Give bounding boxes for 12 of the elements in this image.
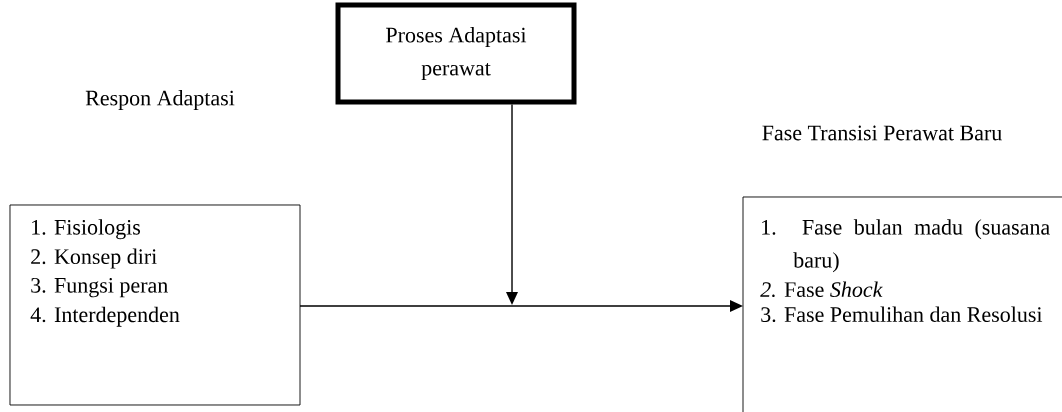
list-item: 4. Interdependen [30,306,180,327]
arrow [506,103,518,305]
list-item: 2. Fase Shock [760,281,883,298]
heading: Fase Transisi Perawat Baru [762,125,1002,141]
list-item: 1. Fisiologis [32,219,141,240]
heading: Respon Adaptasi [85,90,235,110]
list-item: 3. Fungsi peran [31,277,168,298]
list-item: 2. Konsep diri [31,248,157,269]
process-box: Proses Adaptasi perawat [335,2,577,105]
list-item: 3. Fase Pemulihan dan Resolusi [761,306,1043,323]
arrow [299,300,743,312]
list-item: 1. Fase bulan madu (suasana baru) [762,219,1050,273]
